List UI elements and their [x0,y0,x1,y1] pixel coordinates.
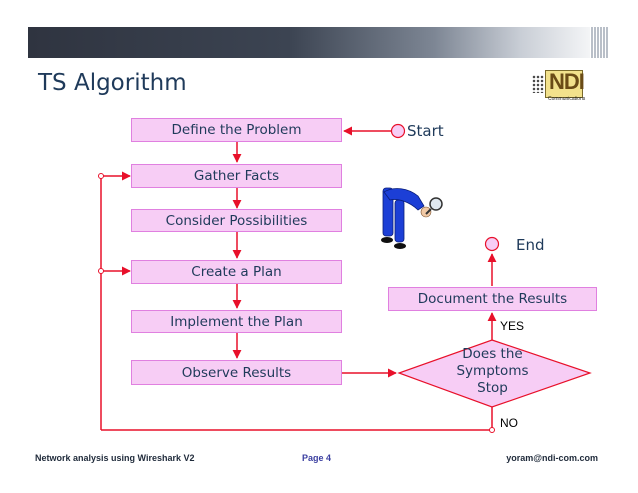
no-label: NO [500,416,518,430]
footer-left: Network analysis using Wireshark V2 [35,453,195,463]
loop-node-create [98,268,104,274]
step-implement-the-plan: Implement the Plan [131,310,342,333]
end-label: End [516,236,545,254]
logo-box [545,70,583,98]
footer-email: yoram@ndi-com.com [506,453,598,463]
start-terminal [390,123,406,139]
step-gather-facts: Gather Facts [131,164,342,188]
decision-line-3: Stop [477,380,508,396]
step-define-the-problem: Define the Problem [131,118,342,142]
ndi-logo: NDI Communications [532,69,586,102]
logo-dots [532,75,544,93]
header-bar-stripes [590,27,608,58]
logo-text: NDI [549,69,585,94]
loop-node-gather [98,173,104,179]
step-observe-results: Observe Results [131,360,342,385]
step-consider-possibilities: Consider Possibilities [131,209,342,232]
searching-person-figure [381,187,443,249]
start-label: Start [407,122,444,140]
decision-line-2: Symptoms [456,363,529,379]
step-document-the-results: Document the Results [388,287,597,311]
loop-node-corner [489,427,495,433]
decision-line-1: Does the [462,346,523,362]
header-bar [28,27,608,58]
decision-text: Does the Symptoms Stop [430,346,555,397]
step-create-a-plan: Create a Plan [131,260,342,284]
end-terminal [484,236,500,252]
slide-title: TS Algorithm [38,70,187,96]
yes-label: YES [500,319,525,333]
logo-subtext: Communications [548,96,586,102]
footer-page-number: Page 4 [302,453,332,463]
decision-diamond [397,339,592,408]
